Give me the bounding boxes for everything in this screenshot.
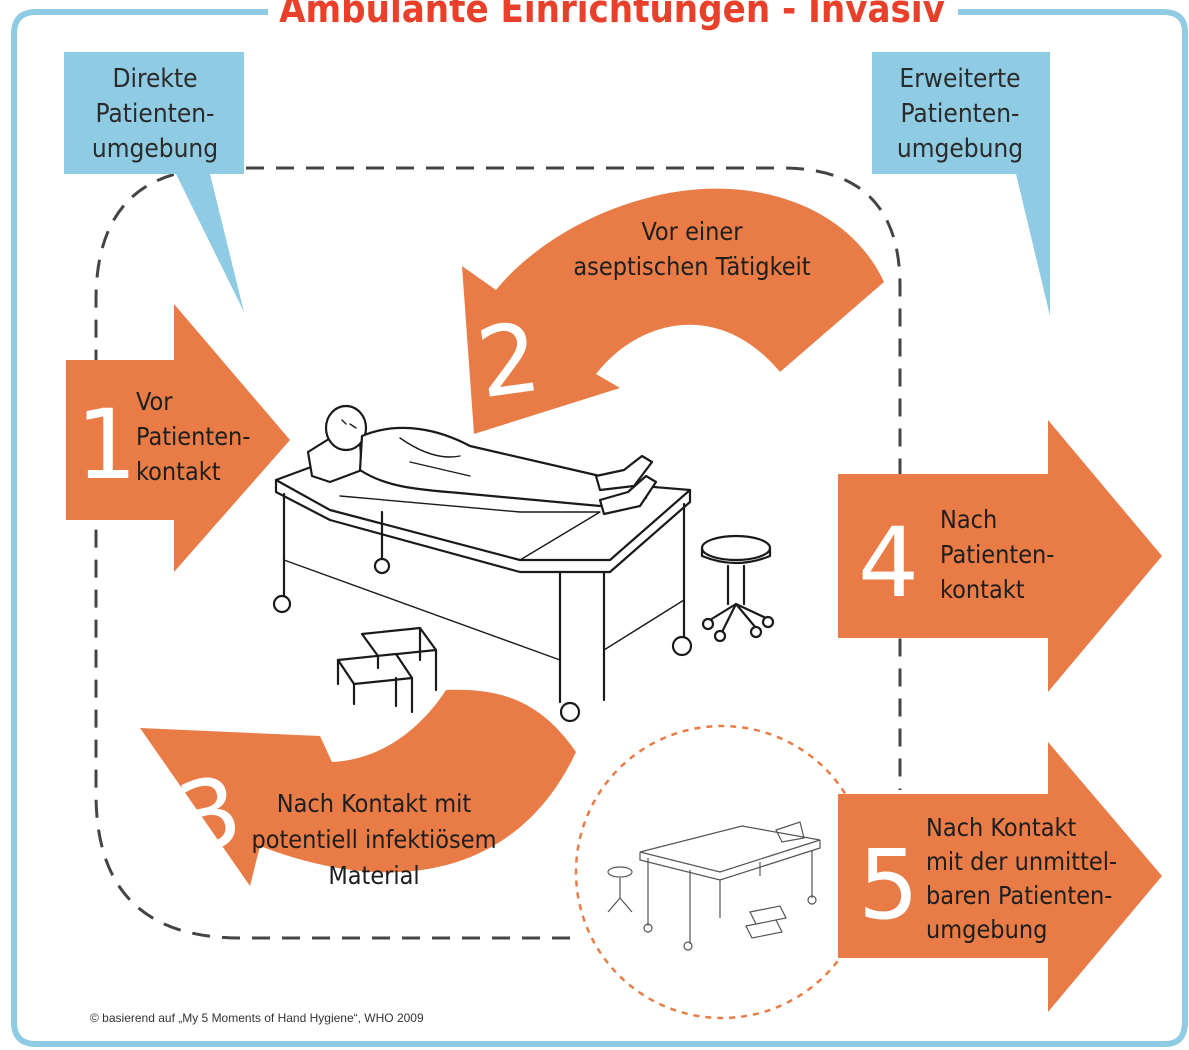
svg-text:Patienten-: Patienten-	[136, 422, 250, 451]
callout-extended-line: Erweiterte	[899, 64, 1020, 94]
svg-text:Direkte: Direkte	[112, 64, 197, 94]
moment-1-label: Vor	[136, 387, 173, 416]
callout-direct-line: umgebung	[92, 134, 218, 164]
moment-2-label: aseptischen Tätigkeit	[573, 252, 810, 281]
svg-text:Erweiterte: Erweiterte	[899, 64, 1020, 94]
svg-text:aseptischen Tätigkeit: aseptischen Tätigkeit	[573, 252, 810, 281]
patient-surroundings-illustration	[608, 822, 820, 950]
svg-text:potentiell infektiösem: potentiell infektiösem	[251, 825, 496, 854]
moment-1-label: kontakt	[136, 457, 221, 486]
svg-text:Patienten-: Patienten-	[901, 99, 1020, 129]
svg-text:Material: Material	[328, 861, 419, 890]
svg-text:kontakt: kontakt	[940, 575, 1025, 604]
svg-text:umgebung: umgebung	[926, 915, 1047, 944]
moment-3-label: Material	[328, 861, 419, 890]
step-stool-illustration	[338, 628, 436, 712]
moment-5-arrow: 5 Nach Kontakt mit der unmittel- baren P…	[838, 742, 1162, 1012]
callout-direct-line: Patienten-	[96, 99, 215, 129]
footer-credit: © basierend auf „My 5 Moments of Hand Hy…	[90, 1011, 424, 1025]
moment-2-label: Vor einer	[641, 217, 743, 246]
svg-text:baren Patienten-: baren Patienten-	[926, 881, 1112, 910]
svg-text:Nach Kontakt: Nach Kontakt	[926, 813, 1077, 842]
moment-3-arrow: 3 Nach Kontakt mit potentiell infektiöse…	[140, 690, 576, 890]
svg-text:Patienten-: Patienten-	[96, 99, 215, 129]
moment-3-label: potentiell infektiösem	[251, 825, 496, 854]
exam-table-illustration	[274, 406, 691, 721]
moment-4-number: 4	[858, 507, 919, 619]
moment-1-label: Patienten-	[136, 422, 250, 451]
svg-text:Nach Kontakt mit: Nach Kontakt mit	[277, 789, 472, 818]
moment-3-label: Nach Kontakt mit	[277, 789, 472, 818]
stool-illustration	[702, 536, 773, 641]
moment-5-label: umgebung	[926, 915, 1047, 944]
svg-text:Nach: Nach	[940, 505, 997, 534]
moment-1-number: 1	[76, 389, 137, 501]
svg-text:Patienten-: Patienten-	[940, 540, 1054, 569]
moment-5-label: baren Patienten-	[926, 881, 1112, 910]
callout-extended-line: umgebung	[897, 134, 1023, 164]
svg-text:umgebung: umgebung	[897, 134, 1023, 164]
svg-text:umgebung: umgebung	[92, 134, 218, 164]
callout-extended-zone: Erweiterte Patienten- umgebung	[872, 52, 1050, 316]
moment-4-label: Patienten-	[940, 540, 1054, 569]
moment-4-label: kontakt	[940, 575, 1025, 604]
moment-5-number: 5	[858, 829, 919, 941]
moment-5-label: mit der unmittel-	[926, 847, 1117, 876]
moment-5-label: Nach Kontakt	[926, 813, 1077, 842]
moment-2-arrow: 2 Vor einer aseptischen Tätigkeit	[462, 189, 884, 434]
svg-text:Vor einer: Vor einer	[641, 217, 743, 246]
moment-4-label: Nach	[940, 505, 997, 534]
moment-4-arrow: 4 Nach Patienten- kontakt	[838, 420, 1162, 692]
svg-text:mit der unmittel-: mit der unmittel-	[926, 847, 1117, 876]
callout-direct-line: Direkte	[112, 64, 197, 94]
svg-text:kontakt: kontakt	[136, 457, 221, 486]
svg-text:Vor: Vor	[136, 387, 173, 416]
page-title: Ambulante Einrichtungen - Invasiv	[279, 0, 945, 31]
callout-direct-zone: Direkte Patienten- umgebung	[64, 52, 244, 312]
callout-extended-line: Patienten-	[901, 99, 1020, 129]
patient-surroundings-circle	[576, 726, 868, 1018]
moment-1-arrow: 1 Vor Patienten- kontakt	[66, 304, 290, 572]
